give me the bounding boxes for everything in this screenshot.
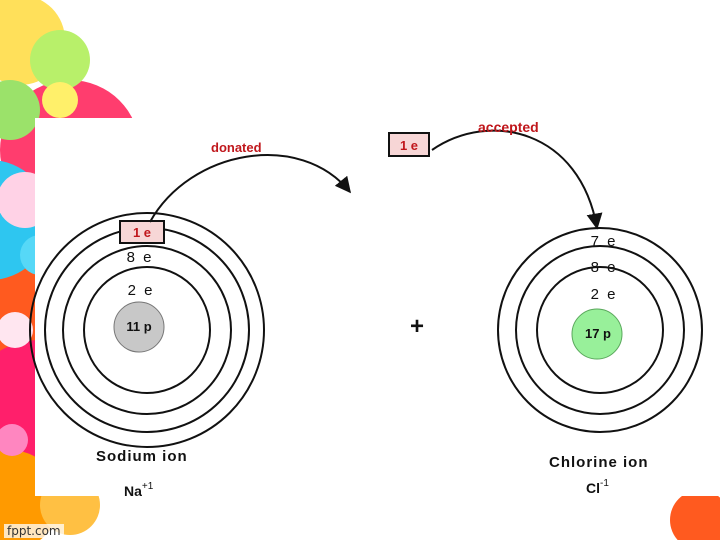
- sodium-shell-1: [83, 266, 211, 394]
- chlorine-atom: 17 p 7 e 8 e 2 e Chlorine ion Cl-1: [497, 227, 703, 496]
- accepted-label: accepted: [478, 119, 539, 135]
- chlorine-ion-name: Chlorine ion: [549, 454, 649, 471]
- donated-arrow: [149, 154, 352, 223]
- sodium-ion-name: Sodium ion: [96, 448, 188, 465]
- chlorine-outer-shell-label: 7 e: [591, 233, 618, 250]
- transferred-electron-box: [388, 132, 430, 157]
- sodium-atom: 11 p 1 e 8 e 2 e Sodium ion Na+1: [29, 212, 265, 499]
- donated-label: donated: [211, 140, 262, 155]
- chlorine-inner-shell-label: 2 e: [591, 286, 618, 303]
- electron-transfer: donated 1 e accepted: [149, 119, 603, 230]
- sodium-donated-electron-label: 1 e: [133, 225, 151, 240]
- sodium-inner-shell-label: 2 e: [128, 282, 155, 299]
- plus-sign: +: [410, 313, 424, 340]
- chlorine-shell-1: [536, 266, 664, 394]
- sodium-nucleus: [113, 301, 165, 353]
- chlorine-ion-symbol: Cl-1: [586, 478, 609, 496]
- sodium-nucleus-label: 11 p: [126, 319, 151, 334]
- sodium-middle-shell-label: 8 e: [127, 249, 154, 266]
- transferred-electron-label: 1 e: [400, 138, 418, 153]
- chlorine-nucleus: [571, 308, 623, 360]
- sodium-shell-outer: [29, 212, 265, 448]
- sodium-ion-symbol: Na+1: [124, 481, 154, 499]
- sodium-donated-electron-box: [119, 220, 165, 244]
- fppt-watermark: fppt.com: [4, 524, 64, 538]
- chlorine-shell-2: [515, 245, 685, 415]
- accepted-arrow: [431, 129, 603, 230]
- chlorine-nucleus-label: 17 p: [585, 326, 611, 341]
- sodium-shell-2: [62, 245, 232, 415]
- chlorine-middle-shell-label: 8 e: [591, 259, 618, 276]
